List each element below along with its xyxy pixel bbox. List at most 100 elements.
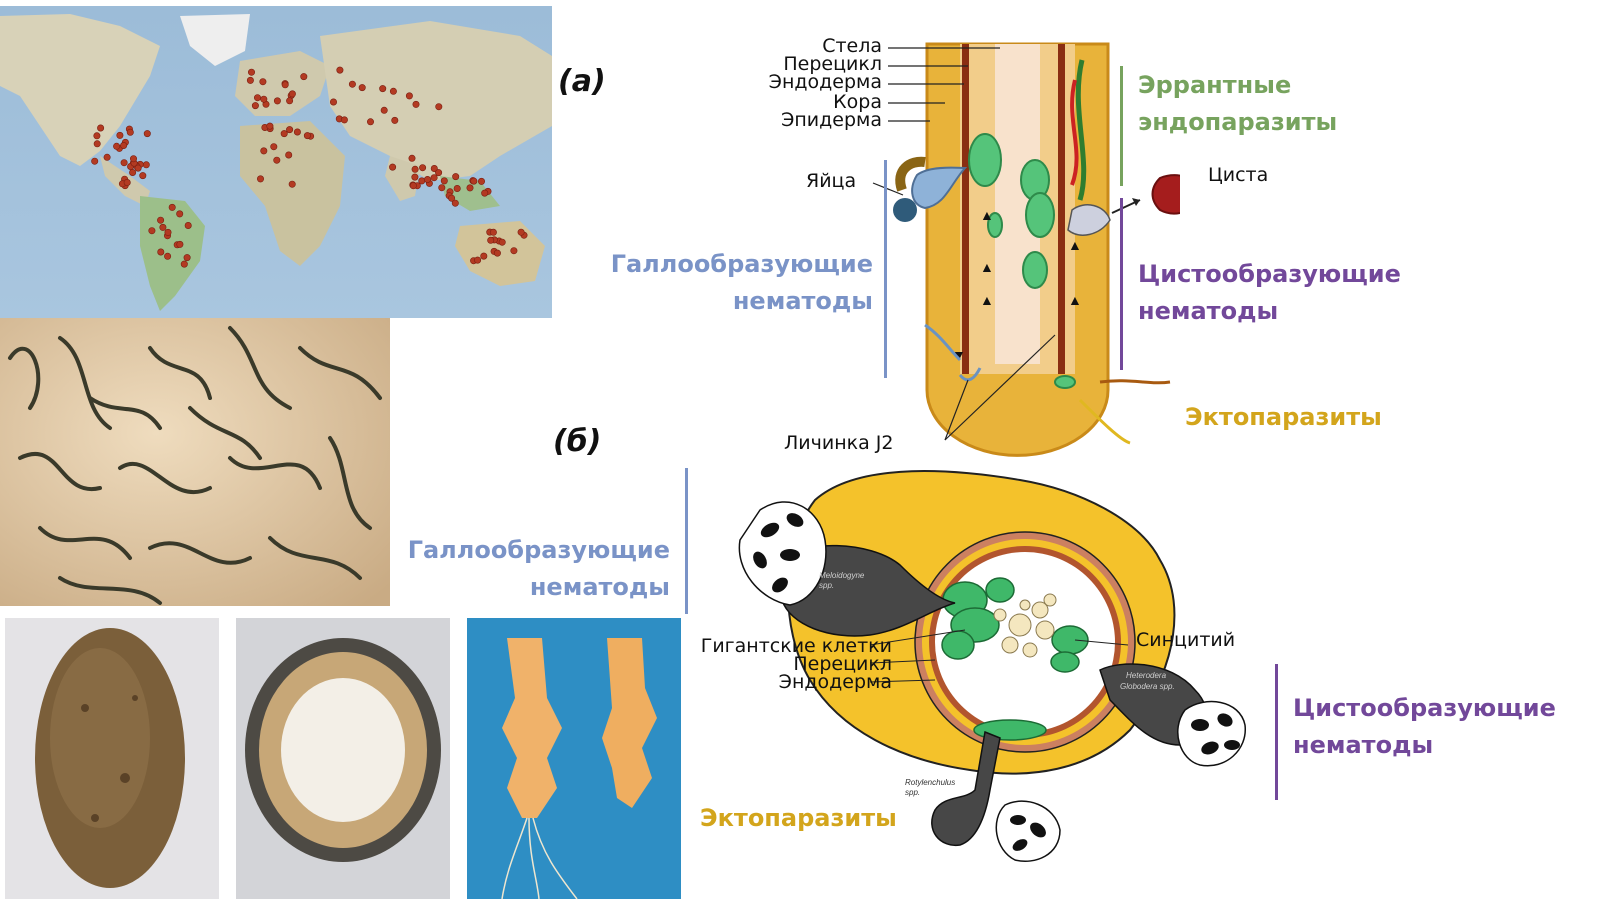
svg-text:▲: ▲ bbox=[1068, 237, 1082, 253]
gall-group-label-a: Галлообразующие нематоды bbox=[611, 246, 873, 320]
distribution-dot bbox=[120, 159, 128, 167]
potato-cross-section-photo bbox=[236, 618, 450, 899]
svg-text:▲: ▲ bbox=[980, 292, 994, 308]
potato-tuber-photo bbox=[5, 618, 219, 899]
distribution-dot bbox=[336, 66, 344, 74]
svg-text:▼: ▼ bbox=[952, 347, 966, 363]
distribution-dot bbox=[248, 68, 256, 76]
distribution-dot bbox=[435, 103, 443, 111]
distribution-dot bbox=[389, 87, 397, 95]
distribution-dot bbox=[164, 228, 172, 236]
gall-group-label-b: Галлообразующие нематоды bbox=[408, 532, 670, 606]
larva-label: Личинка J2 bbox=[784, 432, 894, 454]
genus-heterodera-2: Globodera spp. bbox=[1120, 682, 1175, 691]
distribution-dot bbox=[288, 90, 296, 98]
panel-label-b: (б) bbox=[553, 424, 602, 459]
syncytium-label: Синцитий bbox=[1136, 629, 1236, 651]
distribution-dot bbox=[256, 175, 264, 183]
distribution-dot bbox=[418, 177, 426, 185]
world-distribution-map bbox=[0, 6, 552, 318]
layer-label-endodermis: Эндодерма bbox=[768, 71, 882, 93]
distribution-dot bbox=[285, 151, 293, 159]
nematodes-photo bbox=[0, 318, 390, 606]
distribution-dot bbox=[419, 164, 427, 172]
distribution-dot bbox=[184, 222, 192, 230]
distribution-dot bbox=[259, 78, 267, 86]
ecto-group-label-a: Эктопаразиты bbox=[1185, 403, 1382, 431]
gall-bracket-b bbox=[685, 468, 688, 614]
distribution-dot bbox=[266, 122, 274, 130]
distribution-dot bbox=[254, 94, 262, 102]
distribution-dot bbox=[251, 102, 259, 110]
distribution-dot bbox=[183, 254, 191, 262]
cyst-group-label-b: Цистообразующие нематоды bbox=[1293, 690, 1556, 764]
distribution-dot bbox=[474, 256, 482, 264]
errant-line-2: эндопаразиты bbox=[1138, 108, 1338, 136]
cyst-group-label-a: Цистообразующие нематоды bbox=[1138, 256, 1401, 330]
pericycle-b-label: Перецикл bbox=[793, 653, 892, 675]
genus-heterodera-1: Heterodera bbox=[1126, 671, 1167, 680]
distribution-dot bbox=[93, 140, 101, 148]
distribution-dot bbox=[143, 130, 151, 138]
genus-rotylenchulus-2: spp. bbox=[905, 788, 920, 797]
svg-text:▲: ▲ bbox=[980, 259, 994, 275]
distribution-dot bbox=[440, 177, 448, 185]
svg-text:▲: ▲ bbox=[1068, 292, 1082, 308]
distribution-dot bbox=[129, 169, 137, 177]
layer-label-pericycle: Перецикл bbox=[783, 53, 882, 75]
distribution-dot bbox=[273, 156, 281, 164]
genus-meloidogyne-1: Meloidogyne bbox=[819, 571, 865, 580]
ecto-group-label-b: Эктопаразиты bbox=[700, 804, 897, 832]
distribution-dot bbox=[120, 142, 128, 150]
distribution-dot bbox=[430, 165, 438, 173]
gall-a-line-2: нематоды bbox=[732, 287, 873, 315]
distribution-dot bbox=[517, 228, 525, 236]
distribution-dot bbox=[380, 106, 388, 114]
distribution-dot bbox=[103, 153, 111, 161]
distribution-dot bbox=[409, 182, 417, 190]
genus-meloidogyne-2: spp. bbox=[819, 581, 834, 590]
distribution-dot bbox=[379, 85, 387, 93]
distribution-dot bbox=[300, 73, 308, 81]
gall-b-line-2: нематоды bbox=[529, 573, 670, 601]
distribution-dot bbox=[348, 80, 356, 88]
distribution-dot bbox=[391, 116, 399, 124]
errant-bracket bbox=[1120, 66, 1123, 186]
distribution-dot bbox=[113, 142, 121, 150]
distribution-dot bbox=[423, 176, 431, 184]
svg-text:▲: ▲ bbox=[980, 207, 994, 223]
gall-b-line-1: Галлообразующие bbox=[407, 536, 670, 564]
distribution-dot bbox=[130, 155, 138, 163]
distribution-dot bbox=[453, 185, 461, 193]
distribution-dot bbox=[159, 223, 167, 231]
gall-section-diagram: Meloidogyne spp. Heterodera Globodera sp… bbox=[738, 470, 1246, 862]
eggs-label: Яйца bbox=[806, 170, 857, 192]
distribution-dot bbox=[430, 174, 438, 182]
distribution-dot bbox=[142, 161, 150, 169]
root-diagram: ▲ ▲ ▲ ▲ ▲ ▼ bbox=[872, 42, 1180, 457]
distribution-dot bbox=[340, 116, 348, 124]
distribution-dot bbox=[180, 260, 188, 268]
distribution-dot bbox=[487, 236, 495, 244]
distribution-dot bbox=[389, 163, 397, 171]
distribution-dot bbox=[168, 203, 176, 211]
distribution-dot bbox=[280, 130, 288, 138]
distribution-dot bbox=[493, 249, 501, 257]
cyst-label: Циста bbox=[1208, 164, 1269, 186]
distribution-dot bbox=[164, 252, 172, 260]
distribution-dot bbox=[126, 128, 134, 136]
giant-cells-label: Гигантские клетки bbox=[700, 635, 892, 657]
distribution-dot bbox=[123, 179, 131, 187]
distribution-dot bbox=[435, 169, 443, 177]
distribution-dot bbox=[366, 118, 374, 126]
distribution-dot bbox=[148, 227, 156, 235]
distribution-dot bbox=[510, 247, 518, 255]
distribution-dot bbox=[405, 92, 413, 100]
layer-label-stele: Стела bbox=[822, 35, 882, 57]
layer-label-epidermis: Эпидерма bbox=[781, 109, 882, 131]
distribution-dot bbox=[498, 238, 506, 246]
cyst-b-line-1: Цистообразующие bbox=[1293, 694, 1556, 722]
distribution-dot bbox=[260, 95, 268, 103]
distribution-dot bbox=[489, 228, 497, 236]
distribution-dot bbox=[286, 126, 294, 134]
